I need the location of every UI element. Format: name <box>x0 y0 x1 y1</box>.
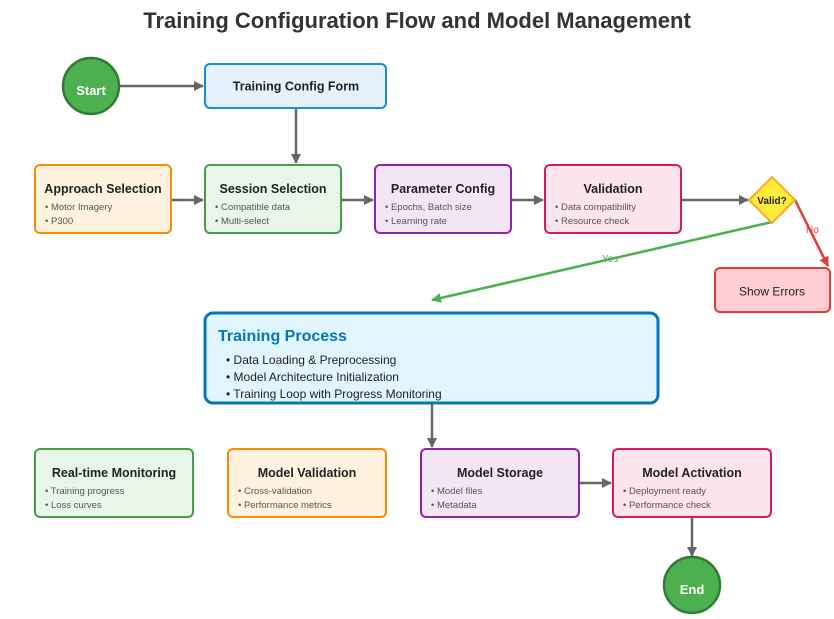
edge-yes <box>431 220 773 303</box>
valid-decision-node: Valid? <box>747 175 797 225</box>
parameter-config-node: Parameter Config • Epochs, Batch size • … <box>374 164 512 234</box>
model-validation-item: • Cross-validation <box>238 486 312 497</box>
model-validation-title: Model Validation <box>258 466 357 480</box>
config-form-label: Training Config Form <box>233 80 359 94</box>
realtime-monitoring-node: Real-time Monitoring • Training progress… <box>34 448 194 518</box>
validation-node: Validation • Data compatibility • Resour… <box>544 164 682 234</box>
model-validation-node: Model Validation • Cross-validation • Pe… <box>227 448 387 518</box>
activation-title: Model Activation <box>642 466 742 480</box>
approach-title: Approach Selection <box>44 182 161 196</box>
activation-item: • Deployment ready <box>623 486 706 497</box>
show-errors-node: Show Errors <box>714 267 831 313</box>
model-validation-item: • Performance metrics <box>238 500 332 511</box>
session-item: • Compatible data <box>215 202 291 213</box>
no-label: No <box>806 225 819 236</box>
monitoring-item: • Training progress <box>45 486 125 497</box>
session-item: • Multi-select <box>215 216 269 227</box>
end-node: End <box>662 555 722 615</box>
parameter-title: Parameter Config <box>391 182 495 196</box>
monitoring-item: • Loss curves <box>45 500 102 511</box>
diagram-title: Training Configuration Flow and Model Ma… <box>143 8 691 33</box>
config-form-node: Training Config Form <box>204 63 387 109</box>
edges: Yes No <box>120 81 830 557</box>
valid-decision-label: Valid? <box>757 196 786 207</box>
storage-item: • Model files <box>431 486 483 497</box>
parameter-item: • Epochs, Batch size <box>385 202 472 213</box>
training-process-node: Training Process • Data Loading & Prepro… <box>203 311 660 405</box>
approach-selection-node: Approach Selection • Motor Imagery • P30… <box>34 164 172 234</box>
start-label: Start <box>76 83 106 98</box>
end-label: End <box>680 582 705 597</box>
training-item: • Training Loop with Progress Monitoring <box>226 387 442 401</box>
training-title: Training Process <box>218 328 347 345</box>
training-item: • Data Loading & Preprocessing <box>226 353 396 367</box>
storage-item: • Metadata <box>431 500 477 511</box>
activation-item: • Performance check <box>623 500 711 511</box>
edge-no <box>793 199 830 267</box>
validation-title: Validation <box>583 182 642 196</box>
approach-item: • P300 <box>45 216 73 227</box>
start-node: Start <box>61 56 121 116</box>
validation-item: • Resource check <box>555 216 629 227</box>
training-item: • Model Architecture Initialization <box>226 370 399 384</box>
validation-item: • Data compatibility <box>555 202 636 213</box>
session-title: Session Selection <box>220 182 327 196</box>
yes-label: Yes <box>602 254 618 265</box>
parameter-item: • Learning rate <box>385 216 447 227</box>
model-activation-node: Model Activation • Deployment ready • Pe… <box>612 448 772 518</box>
monitoring-title: Real-time Monitoring <box>52 466 176 480</box>
model-storage-node: Model Storage • Model files • Metadata <box>420 448 580 518</box>
storage-title: Model Storage <box>457 466 543 480</box>
session-selection-node: Session Selection • Compatible data • Mu… <box>204 164 342 234</box>
approach-item: • Motor Imagery <box>45 202 112 213</box>
show-errors-label: Show Errors <box>739 285 805 299</box>
